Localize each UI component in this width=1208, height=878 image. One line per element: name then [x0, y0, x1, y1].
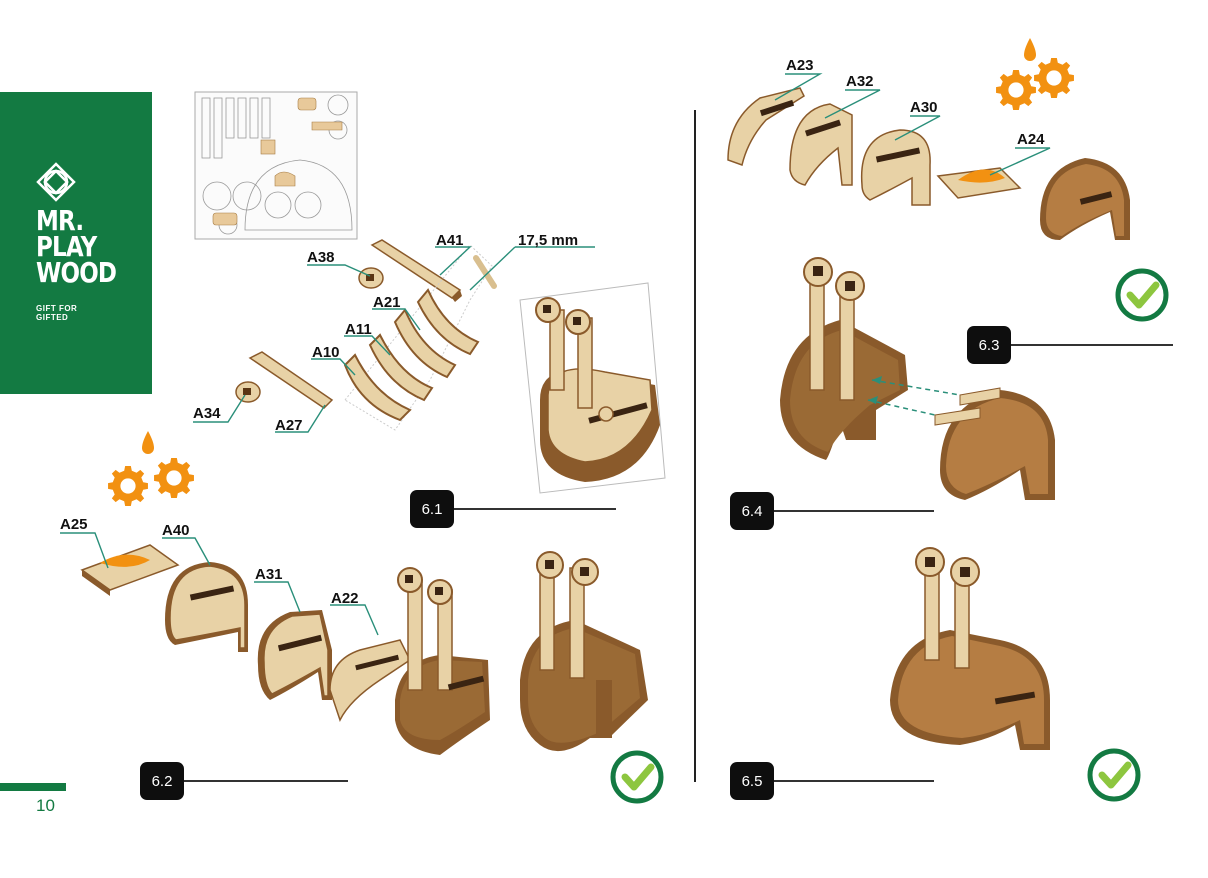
brand-line-3: WOOD	[36, 256, 117, 289]
page-number: 10	[36, 796, 55, 815]
checkmark-icon	[1090, 751, 1138, 799]
oil-gears-icon	[996, 38, 1074, 110]
leader-lines-6-3	[774, 73, 1051, 176]
step-6-5: 6.5	[730, 762, 934, 800]
part-label-a31: A31	[255, 566, 283, 583]
step-badge: 6.3	[967, 326, 1011, 364]
brand-line-1: MR.	[36, 204, 84, 237]
checkmark-icon	[613, 753, 661, 801]
part-label-a22: A22	[331, 590, 359, 607]
step-rule	[1011, 344, 1173, 346]
step-6-1: 6.1	[410, 490, 616, 528]
step-badge: 6.2	[140, 762, 184, 800]
footer-accent-bar	[0, 783, 66, 791]
brand-name: MR. PLAY WOOD	[36, 204, 117, 289]
step-6-2: 6.2	[140, 762, 348, 800]
leader-lines-6-2	[60, 532, 379, 636]
step-rule	[774, 510, 934, 512]
dimension-label: 17,5 mm	[518, 232, 579, 249]
brand-tagline: GIFT FOR GIFTED	[36, 304, 77, 322]
tagline-line-1: GIFT FOR	[36, 304, 78, 313]
part-label-a38: A38	[307, 249, 335, 266]
step-6-5-assembly	[890, 547, 1050, 750]
step-badge: 6.5	[730, 762, 774, 800]
step-rule	[454, 508, 616, 510]
step-badge: 6.1	[410, 490, 454, 528]
part-label-a32: A32	[846, 73, 874, 90]
step-badge: 6.4	[730, 492, 774, 530]
brand-line-2: PLAY	[36, 230, 97, 263]
step-6-4-assembly	[780, 257, 1055, 500]
part-label-a34: A34	[193, 405, 221, 422]
plywood-sheet-thumbnail	[194, 91, 358, 240]
tagline-line-2: GIFTED	[36, 313, 69, 322]
part-label-a11: A11	[345, 321, 372, 338]
step-rule	[774, 780, 934, 782]
center-divider	[694, 110, 696, 782]
part-label-a30: A30	[910, 99, 938, 116]
part-label-a23: A23	[786, 57, 814, 74]
step-6-1-assembled	[519, 282, 666, 494]
leader-lines-6-1	[193, 246, 595, 433]
part-label-a24: A24	[1017, 131, 1045, 148]
part-label-a27: A27	[275, 417, 303, 434]
oil-gears-icon	[108, 431, 194, 506]
brand-logo-icon	[36, 162, 76, 202]
part-label-a10: A10	[312, 344, 340, 361]
step-6-3-parts	[727, 87, 1130, 240]
brand-panel: MR. PLAY WOOD GIFT FOR GIFTED	[0, 92, 152, 394]
part-label-a21: A21	[373, 294, 401, 311]
step-6-4: 6.4	[730, 492, 934, 530]
part-label-a25: A25	[60, 516, 88, 533]
step-rule	[184, 780, 348, 782]
part-label-a40: A40	[162, 522, 190, 539]
step-6-2-parts	[80, 544, 648, 755]
step-6-3: 6.3	[967, 326, 1173, 364]
checkmark-icon	[1118, 271, 1166, 319]
part-label-a41: A41	[436, 232, 464, 249]
